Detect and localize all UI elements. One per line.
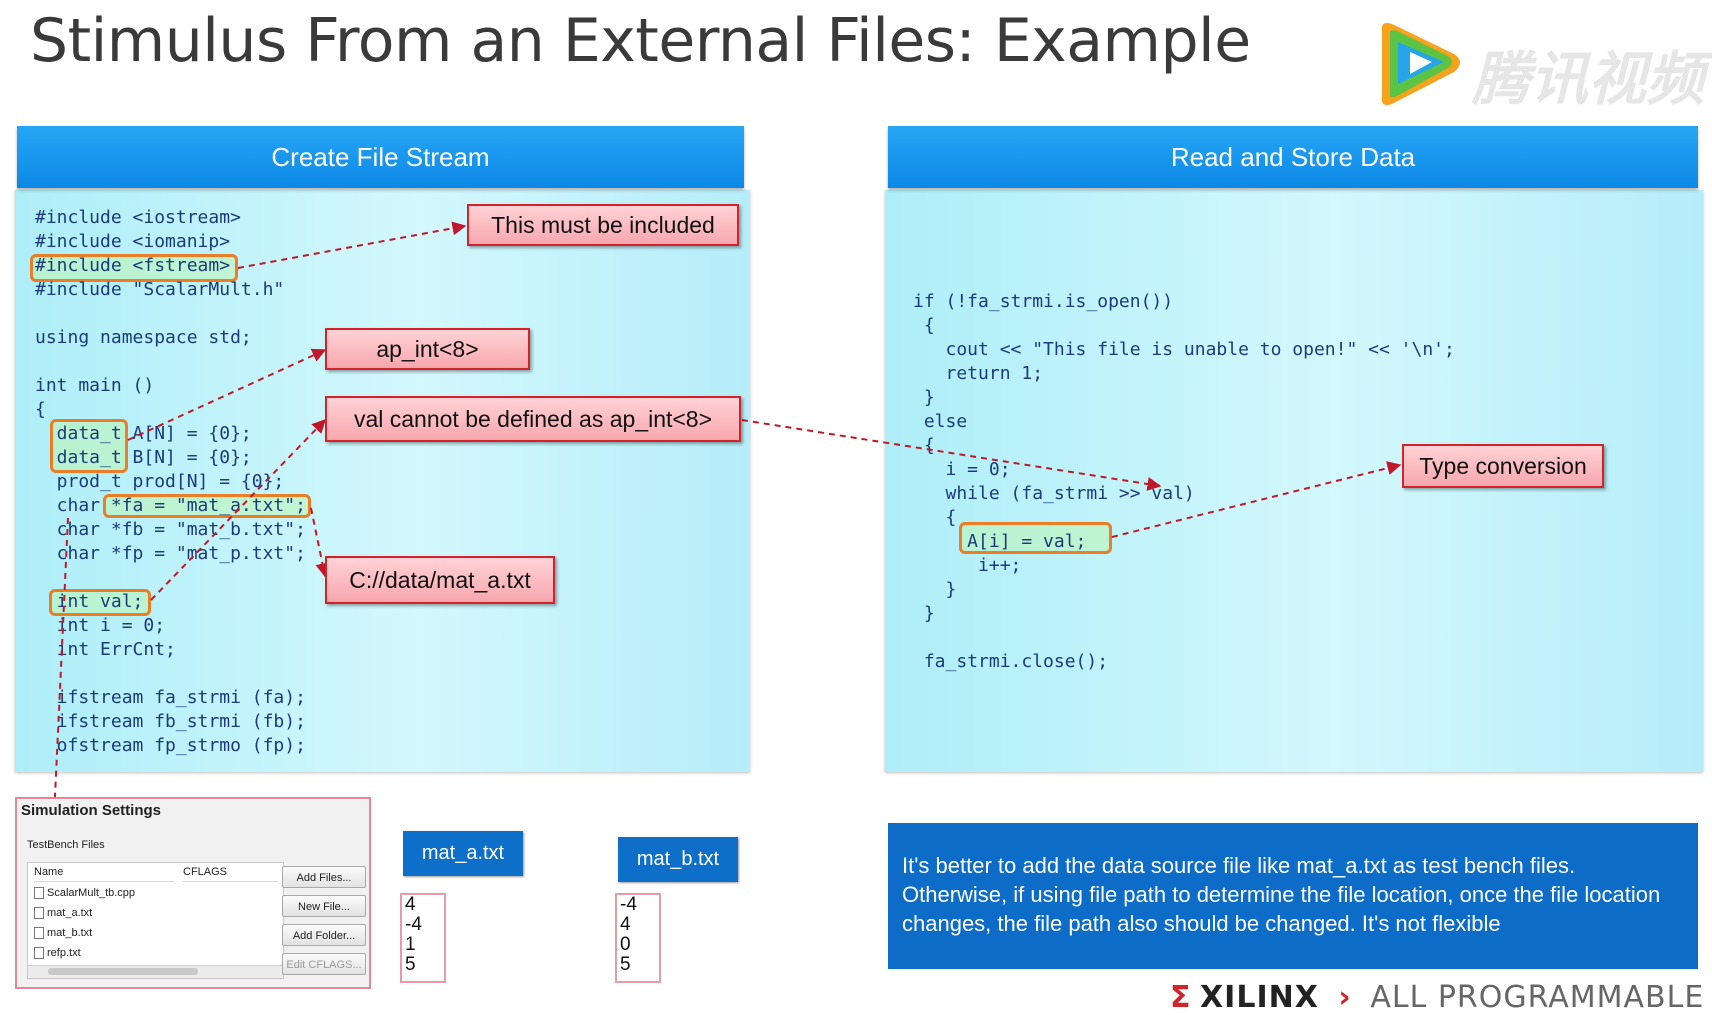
- file-row[interactable]: ScalarMult_tb.cpp: [34, 885, 135, 901]
- read-store-data-header: Read and Store Data: [888, 126, 1698, 188]
- new-file-button[interactable]: New File...: [282, 895, 366, 917]
- file-icon: [34, 907, 44, 920]
- mat-a-contents: 4 -4 1 5: [400, 893, 446, 983]
- all-programmable-tagline: ALL PROGRAMMABLE: [1370, 980, 1705, 1015]
- testbench-files-table: Name CFLAGS ScalarMult_tb.cpp mat_a.txt …: [27, 862, 284, 979]
- add-folder-button[interactable]: Add Folder...: [282, 924, 366, 946]
- mat-a-value: 4: [405, 894, 416, 915]
- mat-b-value: -4: [620, 894, 637, 915]
- arrow-val-note: [150, 418, 326, 601]
- play-icon: [1381, 23, 1460, 105]
- file-icon: [34, 887, 44, 900]
- file-row[interactable]: mat_a.txt: [34, 905, 92, 921]
- create-file-stream-header: Create File Stream: [17, 126, 744, 188]
- add-files-button[interactable]: Add Files...: [282, 866, 366, 888]
- column-header-name[interactable]: Name: [34, 863, 174, 882]
- mat-b-contents: -4 4 0 5: [615, 893, 661, 983]
- file-icon: [34, 947, 44, 960]
- callout-val-note: val cannot be defined as ap_int<8>: [325, 396, 741, 442]
- mat-b-value: 0: [620, 934, 631, 955]
- fa-string-highlight: [103, 494, 311, 518]
- edit-cflags-button[interactable]: Edit CFLAGS...: [282, 953, 366, 975]
- mat-a-value: -4: [405, 914, 422, 935]
- mat-b-value: 5: [620, 954, 631, 975]
- a-i-val-highlight: [959, 522, 1112, 554]
- xilinx-brand: XILINX: [1200, 980, 1319, 1015]
- left-code-block: #include <iostream> #include <iomanip> #…: [35, 207, 306, 756]
- callout-file-path: C://data/mat_a.txt: [325, 556, 555, 604]
- simulation-settings-dialog: Simulation Settings TestBench Files Name…: [15, 797, 371, 989]
- horizontal-scrollbar[interactable]: [28, 965, 283, 978]
- testbench-note: It's better to add the data source file …: [888, 823, 1698, 969]
- callout-ap-int: ap_int<8>: [325, 328, 530, 370]
- mat-b-label: mat_b.txt: [618, 837, 738, 882]
- data-t-highlight: [50, 419, 128, 473]
- callout-type-conversion: Type conversion: [1402, 444, 1604, 488]
- file-icon: [34, 927, 44, 940]
- mat-a-label: mat_a.txt: [403, 831, 523, 876]
- arrow-type-conversion: [1111, 461, 1402, 538]
- testbench-files-label: TestBench Files: [27, 839, 105, 851]
- slide-title: Stimulus From an External Files: Example: [30, 6, 1251, 76]
- logo-text: 腾讯视频: [1472, 45, 1705, 113]
- simulation-settings-title: Simulation Settings: [21, 802, 162, 819]
- xilinx-logo-mark: Σ: [1170, 980, 1191, 1015]
- create-file-stream-panel: [15, 190, 750, 772]
- xilinx-footer: Σ XILINX › ALL PROGRAMMABLE: [1170, 980, 1704, 1015]
- chevron-icon: ›: [1338, 980, 1351, 1015]
- column-header-cflags[interactable]: CFLAGS: [183, 863, 278, 882]
- tencent-video-logo: 腾讯视频: [1370, 14, 1712, 114]
- mat-b-value: 4: [620, 914, 631, 935]
- mat-a-value: 5: [405, 954, 416, 975]
- right-code-block: if (!fa_strmi.is_open()) { cout << "This…: [913, 291, 1455, 672]
- arrow-include: [237, 221, 467, 269]
- arrow-path: [310, 507, 330, 578]
- arrow-to-val: [741, 419, 1162, 491]
- file-row[interactable]: refp.txt: [34, 945, 81, 961]
- callout-must-include: This must be included: [467, 204, 739, 246]
- fstream-include-highlight: [30, 254, 238, 282]
- int-val-highlight: [49, 589, 151, 616]
- file-row[interactable]: mat_b.txt: [34, 925, 92, 941]
- arrow-ap-int: [127, 348, 327, 441]
- scrollbar-thumb[interactable]: [48, 968, 198, 975]
- mat-a-value: 1: [405, 934, 416, 955]
